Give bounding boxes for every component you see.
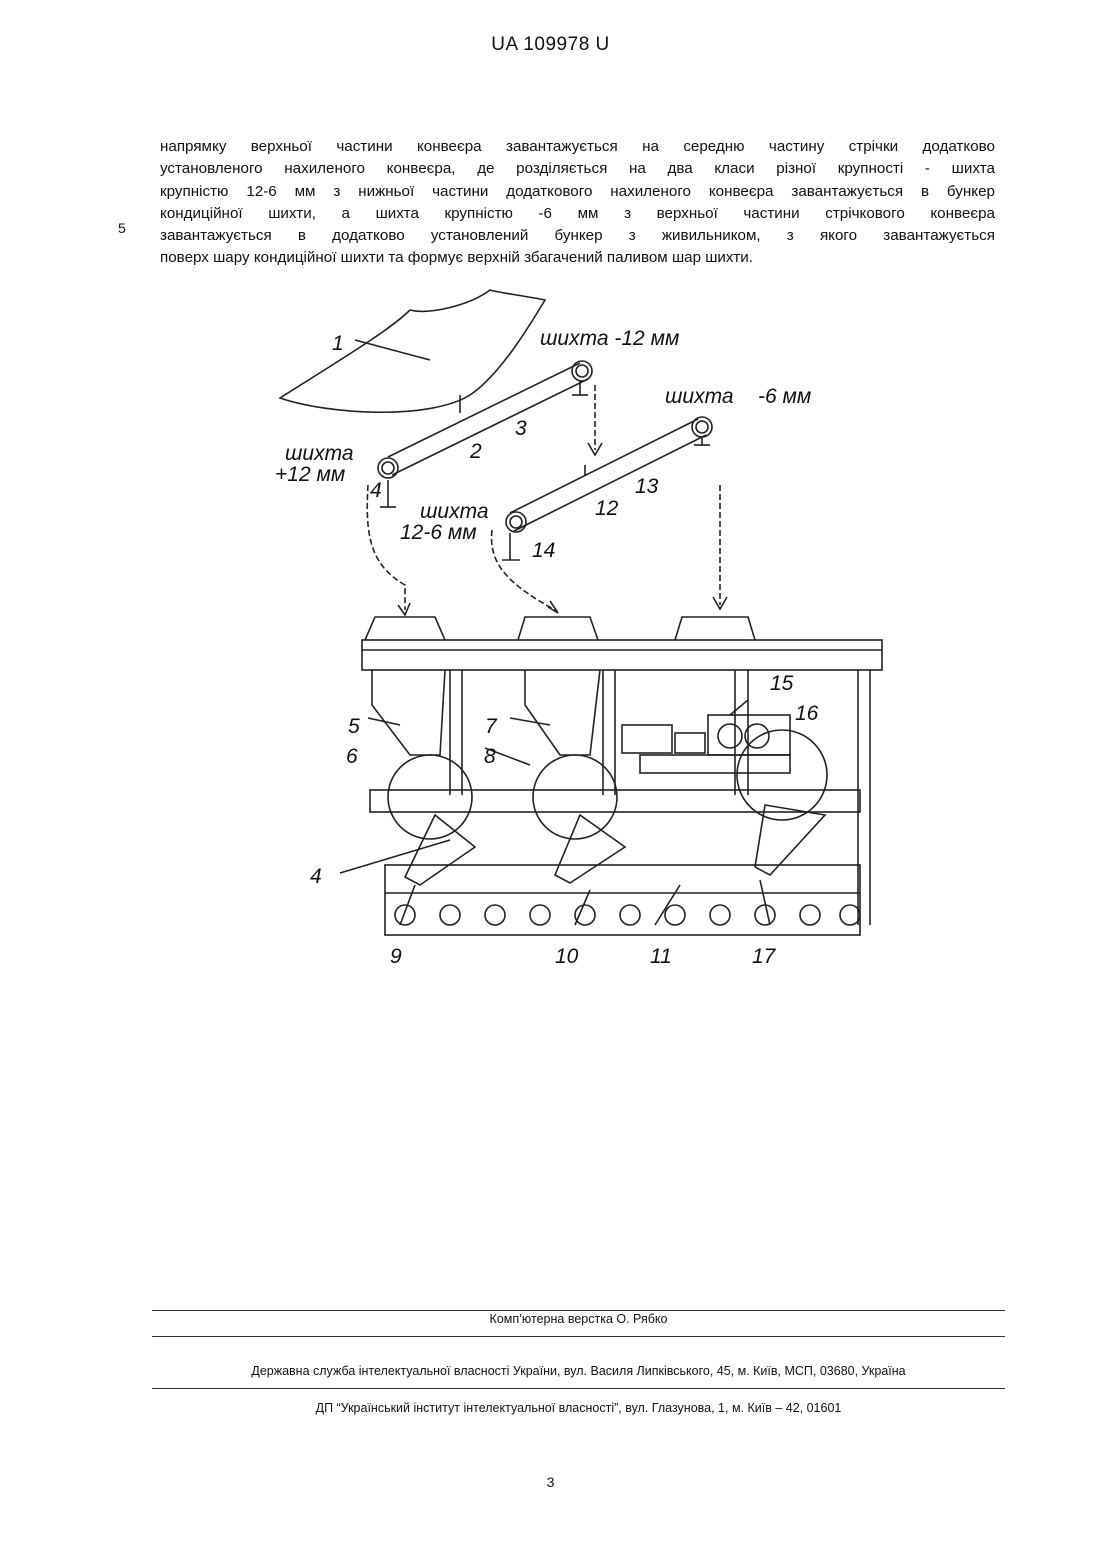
- body-line: поверх шару кондиційної шихти та формує …: [160, 247, 995, 269]
- line-number: 5: [118, 220, 126, 236]
- label-7: 7: [485, 715, 498, 738]
- caption-mid-a: шихта: [420, 500, 489, 523]
- label-11: 11: [650, 945, 672, 968]
- label-8: 8: [484, 745, 496, 768]
- body-paragraph: напрямку верхньої частини конвеєра заван…: [160, 136, 995, 270]
- layout-credit: Комп’ютерна верстка О. Рябко: [152, 1312, 1005, 1326]
- label-9: 9: [390, 945, 402, 968]
- label-4a: 4: [370, 479, 382, 502]
- label-16: 16: [795, 702, 819, 725]
- caption-minus6-a: шихта: [665, 385, 734, 408]
- label-4b: 4: [310, 865, 322, 888]
- footer-divider: [152, 1310, 1005, 1311]
- label-6: 6: [346, 745, 358, 768]
- label-17: 17: [752, 945, 777, 968]
- caption-plus12-a: шихта: [285, 442, 354, 465]
- label-13: 13: [635, 475, 659, 498]
- body-line: завантажується в додатково установлений …: [160, 225, 995, 247]
- technical-drawing: 1 2 3 4 4 5 6 7 8 9 10 11 12 13 14 15 16…: [270, 285, 895, 975]
- caption-minus12: шихта -12 мм: [540, 327, 679, 350]
- label-3: 3: [515, 417, 527, 440]
- rollers: [395, 905, 860, 925]
- label-14: 14: [532, 539, 555, 562]
- page-number: 3: [0, 1474, 1101, 1490]
- screen-outline: [280, 290, 545, 412]
- label-2: 2: [469, 440, 482, 463]
- footer-divider: [152, 1336, 1005, 1337]
- body-line: напрямку верхньої частини конвеєра заван…: [160, 136, 995, 158]
- label-15: 15: [770, 672, 794, 695]
- body-line: крупністю 12-6 мм з нижньої частини дода…: [160, 181, 995, 203]
- footer-divider: [152, 1388, 1005, 1389]
- label-10: 10: [555, 945, 579, 968]
- label-1: 1: [332, 332, 344, 355]
- agency-address: Державна служба інтелектуальної власност…: [152, 1364, 1005, 1378]
- label-12: 12: [595, 497, 619, 520]
- document-number: UA 109978 U: [0, 34, 1101, 56]
- institute-address: ДП “Український інститут інтелектуальної…: [152, 1401, 1005, 1415]
- label-5: 5: [348, 715, 360, 738]
- body-line: кондиційної шихти, а шихта крупністю -6 …: [160, 203, 995, 225]
- caption-mid-b: 12-6 мм: [400, 521, 477, 544]
- body-line: установленого нахиленого конвеєра, де ро…: [160, 158, 995, 180]
- caption-plus12-b: +12 мм: [275, 463, 345, 486]
- caption-minus6-b: -6 мм: [758, 385, 811, 408]
